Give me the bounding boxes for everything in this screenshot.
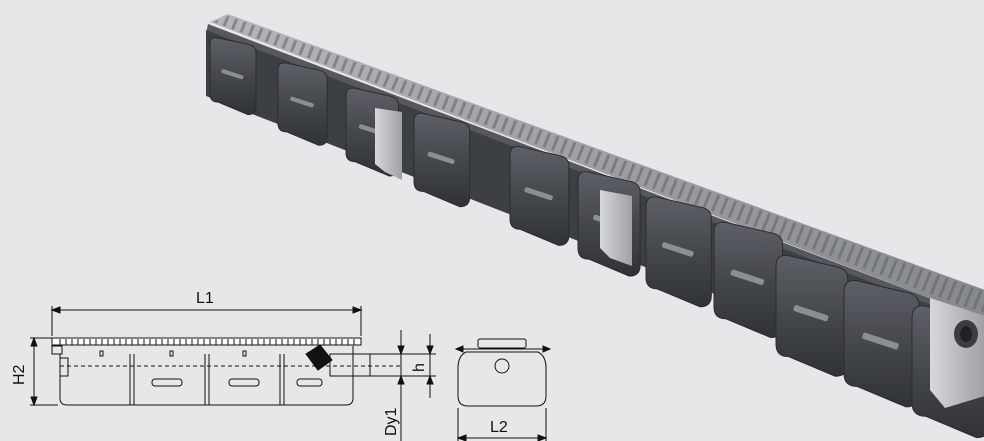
end-cap — [930, 298, 984, 408]
module-slot — [221, 69, 244, 80]
module-slot — [730, 269, 765, 285]
module-slot — [427, 151, 455, 164]
label-Dy1: Dy1 — [383, 407, 400, 436]
side-view-drawing — [30, 306, 436, 441]
module-slot — [661, 242, 694, 257]
label-h: h — [411, 363, 428, 372]
end-view-drawing — [454, 338, 552, 441]
channel-illustration — [206, 14, 984, 439]
module-slot — [524, 187, 553, 201]
coupler-2 — [600, 190, 632, 266]
grating-slots — [213, 16, 984, 312]
coupler-1 — [375, 108, 402, 180]
module-slot — [862, 332, 899, 350]
label-L2: L2 — [490, 419, 508, 436]
module-slot — [793, 305, 829, 322]
module-slot — [290, 96, 314, 108]
module-group — [209, 37, 984, 439]
label-L1: L1 — [196, 290, 214, 307]
label-H2: H2 — [11, 364, 28, 385]
